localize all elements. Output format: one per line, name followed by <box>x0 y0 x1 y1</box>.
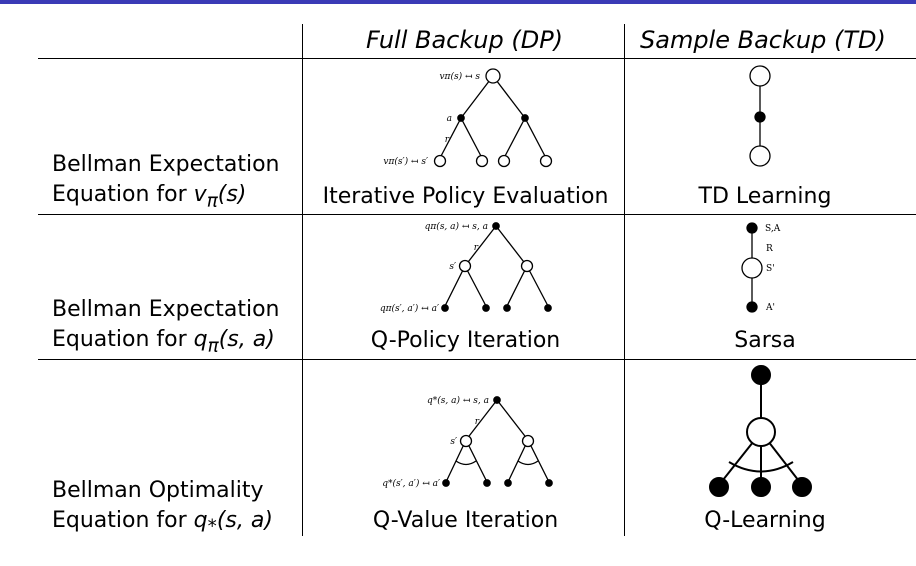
caption-q-policy-iteration: Q-Policy Iteration <box>370 328 561 353</box>
dp-label-state: s′ <box>449 262 456 272</box>
state-node-icon <box>475 154 489 168</box>
row-label-line1: Bellman Expectation <box>52 297 280 322</box>
td-backup-chain-sarsa <box>741 222 763 313</box>
td-label-state: S' <box>766 264 775 274</box>
action-node-icon <box>751 365 771 385</box>
caption-iterative-policy-evaluation: Iterative Policy Evaluation <box>322 184 609 209</box>
action-node-icon <box>754 111 766 123</box>
dp-label-root: qπ(s, a) ↤ s, a <box>425 221 488 232</box>
row-label-q-optimality: Bellman Optimality Equation for q*(s, a) <box>52 476 273 542</box>
header-full-backup: Full Backup (DP) <box>366 26 564 54</box>
column-divider-left <box>302 24 303 536</box>
row-label-line1: Bellman Expectation <box>52 152 280 177</box>
dp-label-action: a <box>447 114 452 124</box>
action-node-icon <box>544 304 552 312</box>
state-node-icon <box>521 434 535 448</box>
caption-td-learning: TD Learning <box>698 184 832 209</box>
row-label-line2: Equation for vπ(s) <box>52 182 247 212</box>
caption-sarsa: Sarsa <box>734 328 796 353</box>
row-label-q-expectation: Bellman Expectation Equation for qπ(s, a… <box>52 295 279 361</box>
state-node-icon <box>539 154 553 168</box>
caption-q-learning: Q-Learning <box>704 508 826 533</box>
state-node-icon <box>433 154 447 168</box>
row-rule-2 <box>38 359 916 360</box>
action-node-icon <box>457 114 465 122</box>
action-node-icon <box>483 479 491 487</box>
td-label-top: S,A <box>765 224 781 234</box>
row-label-line2: Equation for q*(s, a) <box>52 508 273 538</box>
max-arc-icon <box>728 461 794 473</box>
column-divider-right <box>624 24 625 536</box>
dp-label-leaf: vπ(s′) ↤ s′ <box>383 156 428 167</box>
action-node-icon <box>441 304 449 312</box>
dp-label-reward: r <box>474 243 479 253</box>
state-node-icon <box>459 434 473 448</box>
dp-label-leaf: qπ(s′, a′) ↤ a′ <box>380 303 439 314</box>
top-accent-bar <box>0 0 916 4</box>
state-node-icon <box>746 417 776 447</box>
caption-q-value-iteration: Q-Value Iteration <box>372 508 559 533</box>
dp-label-reward: r <box>475 417 480 427</box>
state-node-icon <box>749 145 771 167</box>
action-node-icon <box>545 479 553 487</box>
state-node-icon <box>749 65 771 87</box>
row-label-line1: Bellman Optimality <box>52 478 264 503</box>
action-node-icon <box>504 479 512 487</box>
header-sample-backup: Sample Backup (TD) <box>640 26 886 54</box>
row-label-line2: Equation for qπ(s, a) <box>52 327 275 357</box>
row-label-v-expectation: Bellman Expectation Equation for vπ(s) <box>52 150 279 216</box>
action-node-icon <box>503 304 511 312</box>
action-node-icon <box>521 114 529 122</box>
state-node-icon <box>458 259 472 273</box>
state-node-icon <box>520 259 534 273</box>
action-node-icon <box>746 301 758 313</box>
action-node-icon <box>493 396 501 404</box>
dp-label-state: s′ <box>450 437 457 447</box>
td-label-reward: R <box>766 244 773 254</box>
dp-label-leaf: q*(s′, a′) ↤ a′ <box>382 478 440 489</box>
action-node-icon <box>442 479 450 487</box>
action-node-icon <box>751 477 771 497</box>
td-backup-tree-qlearning <box>709 365 812 497</box>
action-node-icon <box>746 222 758 234</box>
dp-label-root: vπ(s) ↤ s <box>439 71 480 82</box>
action-node-icon <box>709 477 729 497</box>
action-node-icon <box>482 304 490 312</box>
action-node-icon <box>492 222 500 230</box>
state-node-icon <box>485 68 501 84</box>
dp-label-root: q*(s, a) ↤ s, a <box>427 395 489 406</box>
dp-backup-tree-qstar <box>442 396 553 487</box>
max-arc-icon <box>455 460 477 466</box>
td-backup-chain-v <box>749 65 771 167</box>
header-rule <box>38 58 916 59</box>
dp-backup-tree-v <box>433 68 553 168</box>
action-node-icon <box>792 477 812 497</box>
state-node-icon <box>741 257 763 279</box>
td-label-bottom: A' <box>765 303 775 313</box>
dp-backup-tree-q <box>441 222 552 312</box>
row-rule-1 <box>38 214 916 215</box>
max-arc-icon <box>517 460 539 466</box>
dp-label-reward: r <box>445 135 450 145</box>
state-node-icon <box>497 154 511 168</box>
